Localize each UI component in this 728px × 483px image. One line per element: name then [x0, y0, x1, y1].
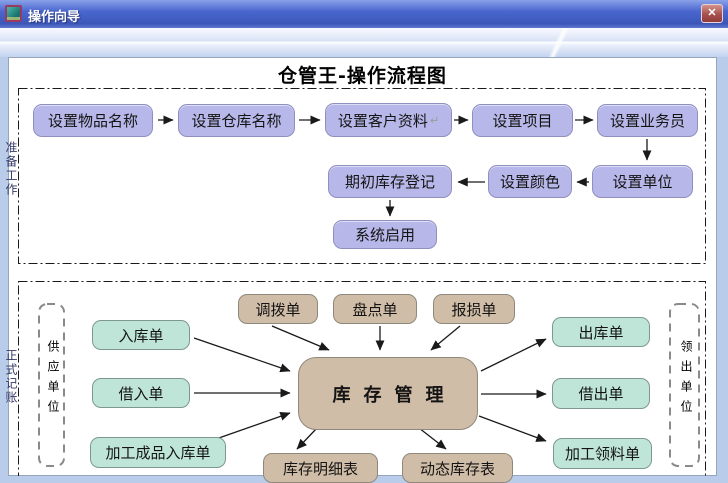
node-set-warehouse-name[interactable]: 设置仓库名称 [178, 104, 295, 137]
close-icon: ✕ [707, 7, 717, 19]
prep-section-label: 准备工作 [4, 141, 18, 197]
receiver-rail-label: 领出单位 [679, 340, 693, 420]
node-transfer-order[interactable]: 调拨单 [238, 294, 318, 324]
supplier-rail-border [38, 303, 65, 467]
return-mark-icon: ↵ [429, 113, 440, 127]
flowchart-title: 仓管王-操作流程图 [278, 65, 447, 87]
node-system-start[interactable]: 系统启用 [333, 220, 437, 249]
node-initial-inventory[interactable]: 期初库存登记 [328, 165, 452, 198]
node-inbound-order[interactable]: 入库单 [92, 320, 190, 350]
node-set-salesman[interactable]: 设置业务员 [597, 104, 698, 137]
node-set-project[interactable]: 设置项目 [472, 104, 573, 137]
node-set-item-name[interactable]: 设置物品名称 [33, 104, 153, 137]
node-set-customer-info[interactable]: 设置客户资料↵ [325, 103, 452, 137]
formal-section-label: 正式记账 [4, 349, 18, 405]
app-icon[interactable] [5, 5, 22, 22]
node-outbound-order[interactable]: 出库单 [552, 317, 650, 347]
formal-section-border [18, 281, 706, 476]
node-material-requisition-order[interactable]: 加工领料单 [553, 438, 652, 469]
band-swoosh-decoration [538, 28, 580, 57]
supplier-rail-label: 供应单位 [46, 340, 60, 420]
node-inventory-management[interactable]: 库存管理 [298, 357, 478, 430]
node-finished-goods-inbound-order[interactable]: 加工成品入库单 [90, 437, 226, 468]
node-lend-out-order[interactable]: 借出单 [552, 378, 650, 409]
node-stocktake-order[interactable]: 盘点单 [333, 294, 417, 324]
toolbar-band [0, 28, 728, 57]
node-set-unit[interactable]: 设置单位 [592, 165, 693, 198]
window-title: 操作向导 [28, 10, 81, 25]
node-set-color[interactable]: 设置颜色 [488, 165, 572, 198]
node-dynamic-inventory-report[interactable]: 动态库存表 [402, 453, 513, 483]
node-damage-order[interactable]: 报损单 [433, 294, 515, 324]
node-borrow-in-order[interactable]: 借入单 [92, 378, 190, 408]
titlebar[interactable]: 操作向导 ✕ [0, 0, 728, 28]
receiver-rail-border [669, 303, 700, 467]
close-button[interactable]: ✕ [701, 4, 723, 23]
node-inventory-detail-report[interactable]: 库存明细表 [263, 453, 378, 483]
prep-section-border [18, 88, 706, 264]
